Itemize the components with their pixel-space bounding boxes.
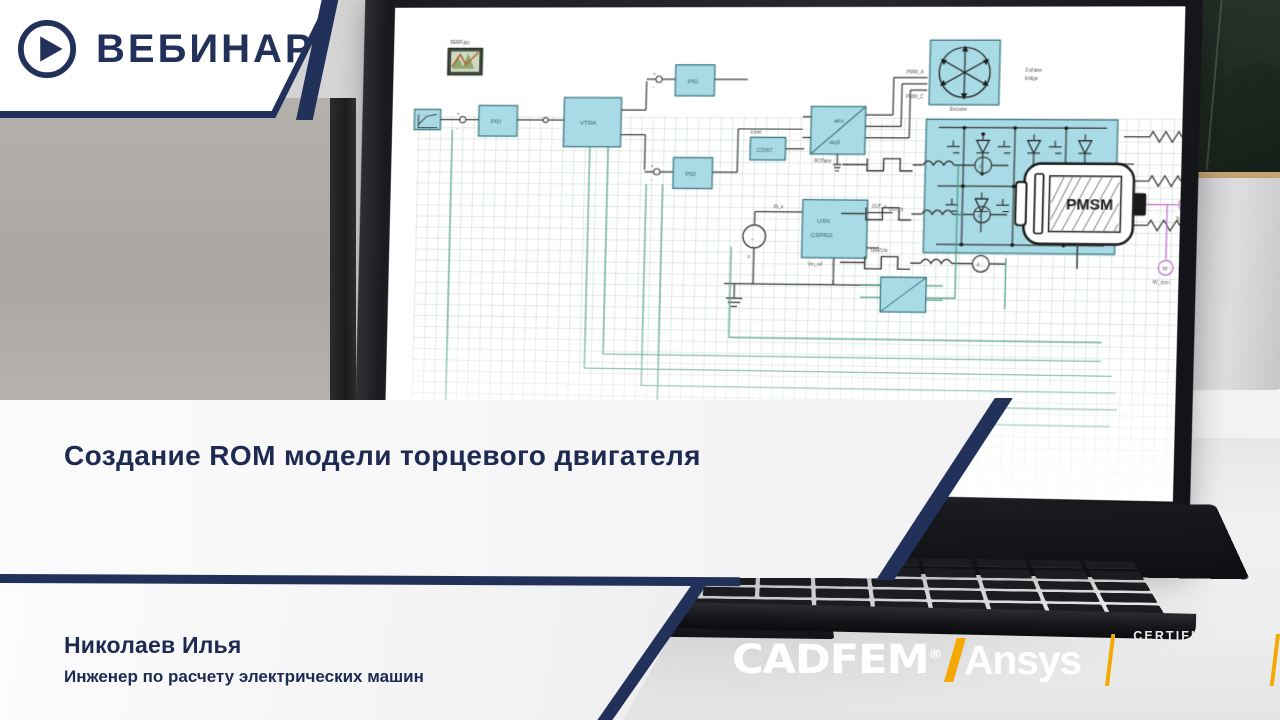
key[interactable] — [815, 577, 868, 587]
cadfem-logo: CADFEM® — [732, 637, 943, 683]
title-banner — [0, 400, 1012, 578]
wall-panel-edge — [330, 98, 356, 428]
speaker-banner — [0, 583, 700, 720]
play-circle-icon — [17, 19, 77, 79]
webinar-header-fill — [0, 0, 331, 111]
key[interactable] — [1083, 560, 1138, 570]
svg-text:+: + — [457, 112, 460, 117]
logo-bar: CADFEM® Ansys CERTIFIED ELITE CHANNEL PA… — [732, 628, 1280, 692]
key[interactable] — [985, 591, 1042, 601]
registered-trademark-icon: ® — [928, 647, 943, 663]
key[interactable] — [978, 569, 1033, 579]
schematic-canvas[interactable]: .bk{fill:#a8dbe6;stroke:#2b6a74;stroke-w… — [383, 6, 1186, 502]
svg-text:BEMF.jpg: BEMF.jpg — [450, 40, 470, 45]
ansys-slash-icon — [943, 638, 966, 682]
svg-text:PWM_A: PWM_A — [907, 69, 924, 74]
svg-text:-: - — [653, 84, 655, 89]
laptop-screen[interactable]: .bk{fill:#a8dbe6;stroke:#2b6a74;stroke-w… — [383, 6, 1186, 502]
speaker-role: Инженер по расчету электрических машин — [64, 667, 424, 686]
certification-line-3: PARTNER — [1133, 677, 1208, 691]
svg-text:bridge: bridge — [1025, 76, 1039, 81]
wall-panel — [0, 98, 352, 428]
ansys-logo: Ansys — [943, 636, 1082, 684]
webinar-header: ВЕБИНАР — [16, 18, 315, 80]
divider-slash-icon — [1105, 634, 1116, 686]
key[interactable] — [1033, 570, 1089, 580]
key[interactable] — [981, 580, 1038, 590]
key[interactable] — [872, 589, 927, 600]
speaker-name: Николаев Илья — [64, 632, 242, 658]
cadfem-wordmark: CADFEM — [732, 637, 930, 683]
key[interactable] — [702, 586, 756, 597]
key[interactable] — [815, 588, 870, 599]
key[interactable] — [1088, 570, 1145, 581]
key[interactable] — [1037, 580, 1094, 591]
key[interactable] — [759, 587, 812, 598]
svg-text:+: + — [653, 71, 656, 76]
webinar-label: ВЕБИНАР — [96, 27, 315, 71]
key[interactable] — [759, 576, 812, 587]
svg-text:L: L — [1182, 204, 1185, 210]
ansys-wordmark: Ansys — [963, 636, 1082, 683]
laptop-lid: .bk{fill:#a8dbe6;stroke:#2b6a74;stroke-w… — [352, 0, 1204, 567]
key[interactable] — [921, 558, 974, 568]
key[interactable] — [1093, 581, 1151, 592]
divider-slash-icon-2 — [1269, 634, 1280, 686]
key[interactable] — [928, 590, 984, 600]
svg-text:PID: PID — [688, 79, 699, 85]
svg-text:Encoder: Encoder — [950, 107, 968, 112]
key[interactable] — [1099, 592, 1158, 603]
key[interactable] — [923, 568, 977, 578]
certification-line-2: ELITE CHANNEL — [1133, 645, 1210, 675]
certification-line-1: CERTIFIED — [1133, 629, 1219, 643]
page-title: Создание ROM модели торцевого двигателя — [64, 440, 701, 471]
svg-text:PWM_C: PWM_C — [906, 94, 924, 99]
key[interactable] — [975, 559, 1029, 568]
svg-text:3-phase: 3-phase — [1025, 67, 1043, 72]
certification-badge: CERTIFIED ELITE CHANNEL PARTNER — [1133, 628, 1242, 692]
key[interactable] — [926, 579, 981, 589]
key[interactable] — [1029, 559, 1084, 569]
key[interactable] — [1042, 591, 1100, 602]
